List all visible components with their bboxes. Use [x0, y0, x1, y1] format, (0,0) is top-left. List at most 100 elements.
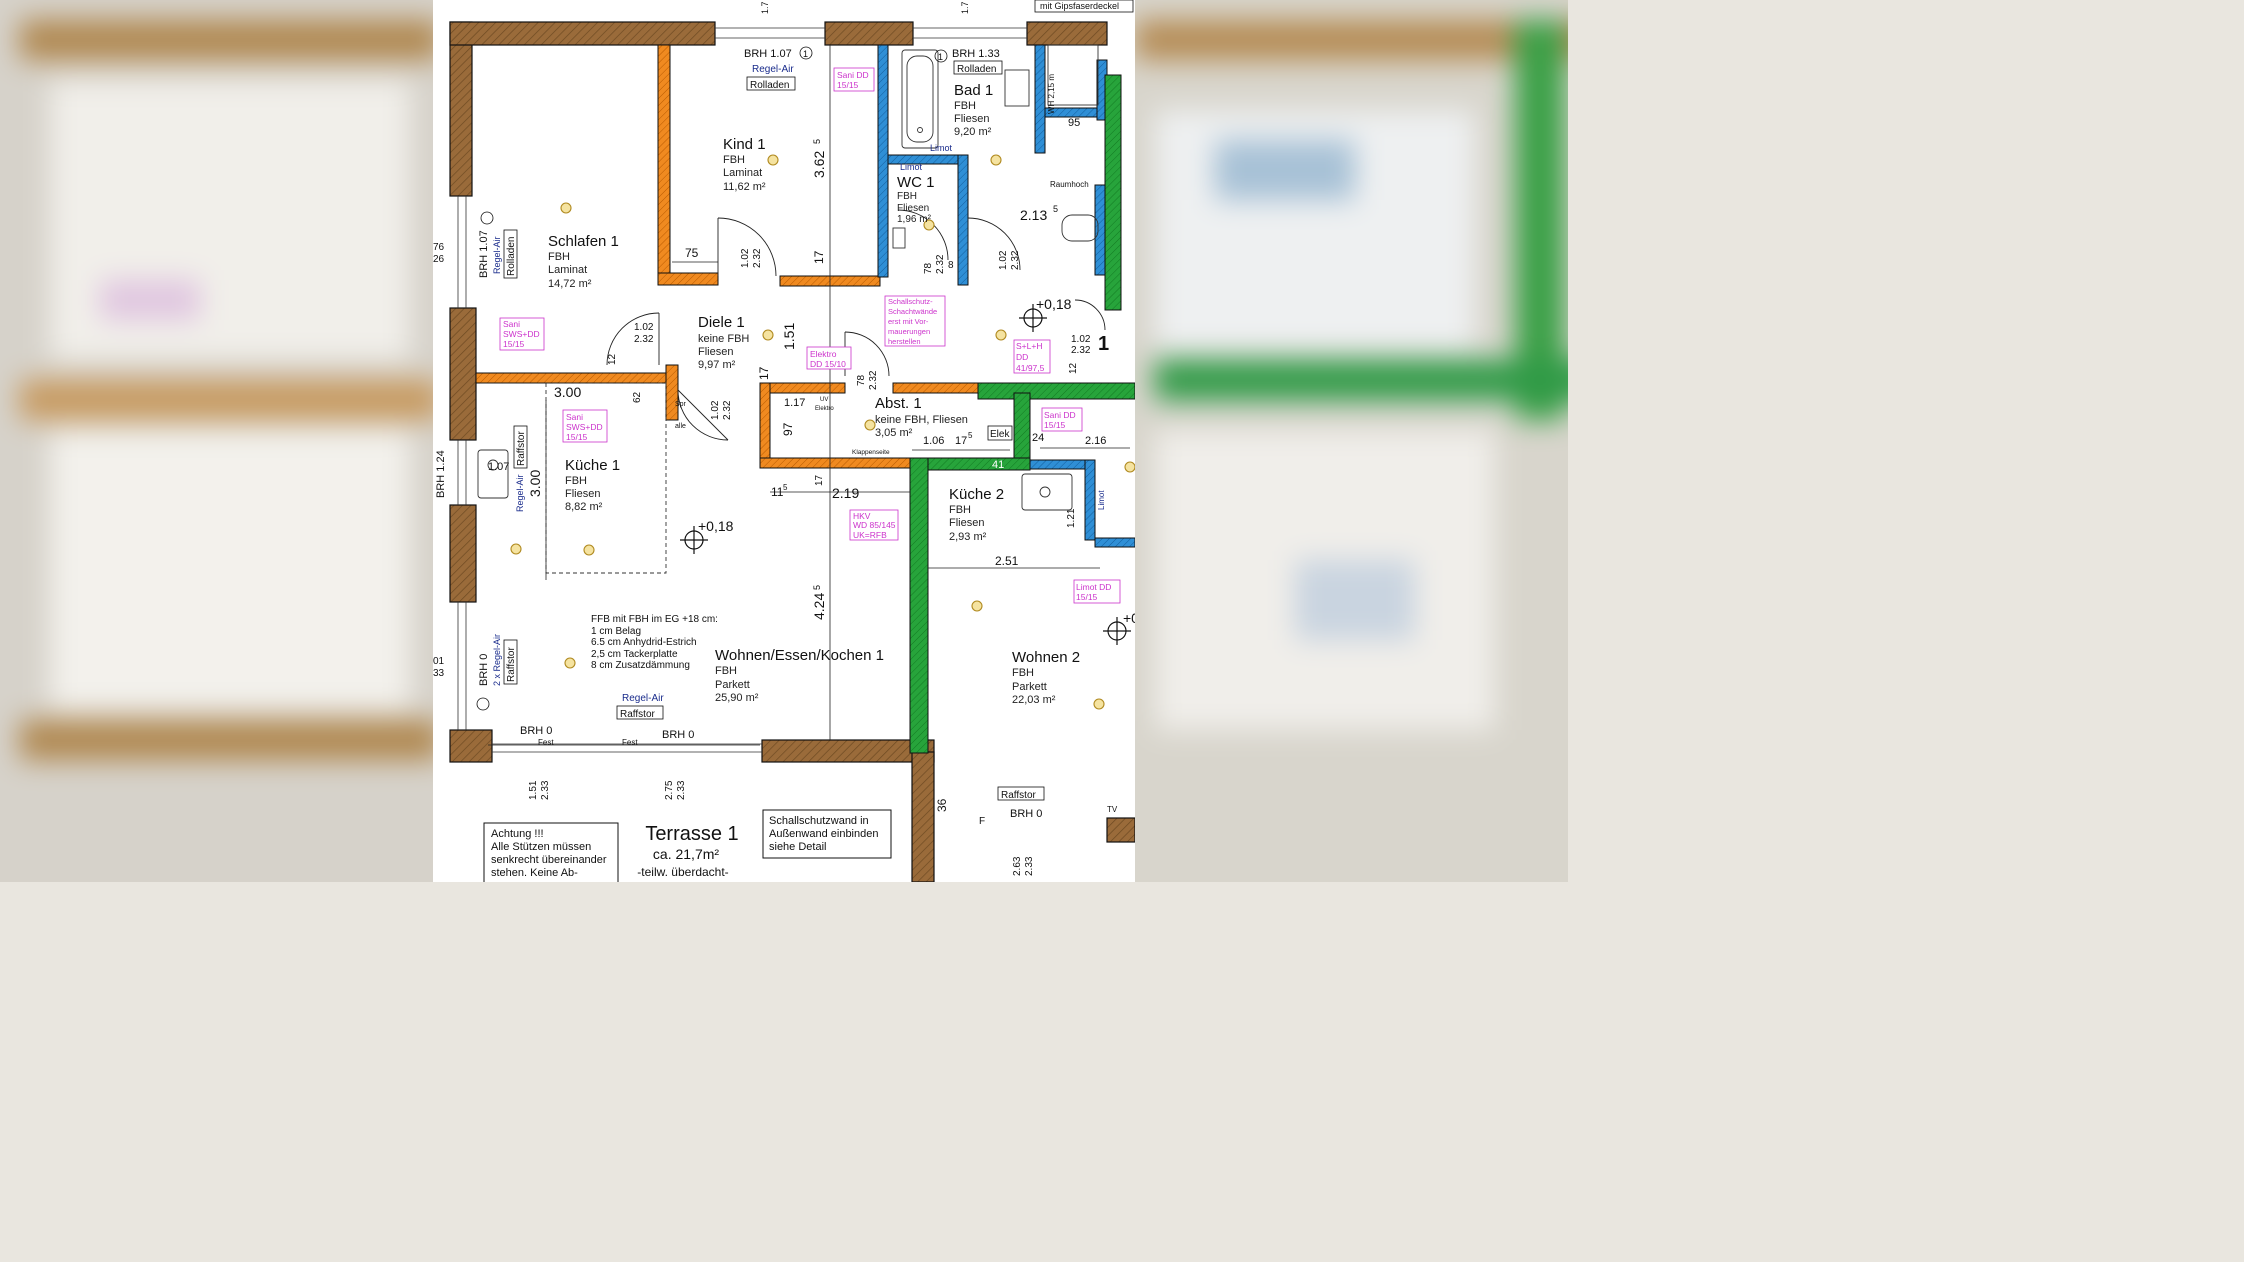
- tag-line: HKV: [853, 511, 871, 521]
- dim-label: 8: [948, 260, 954, 271]
- room-abst-1: Abst. 1 keine FBH, Fliesen 3,05 m²: [875, 395, 968, 439]
- dim-label: 11: [771, 485, 784, 499]
- room-area: 9,20 m²: [954, 126, 992, 138]
- room-name: Abst. 1: [875, 395, 922, 412]
- room-name: Wohnen/Essen/Kochen 1: [715, 647, 884, 664]
- room-surface: Parkett: [1012, 681, 1047, 693]
- dim-label: 24: [1032, 432, 1044, 444]
- room-bad-1: Bad 1 FBH Fliesen 9,20 m²: [954, 82, 993, 138]
- room-floor: keine FBH, Fliesen: [875, 414, 968, 426]
- dim-label: 4.24: [811, 593, 827, 620]
- room-diele-1: Diele 1 keine FBH Fliesen 9,97 m²: [698, 314, 749, 371]
- dim-label: 2.75: [664, 780, 675, 800]
- ceiling-lamp-markers: [510, 154, 1135, 710]
- dim-label: 76: [433, 242, 445, 253]
- elektro-label: Elektro: [815, 406, 834, 412]
- dim-label: 2.32: [752, 248, 763, 268]
- dim-label: 95: [1068, 117, 1080, 129]
- dim-label: 2.33: [540, 780, 551, 800]
- brh-label: BRH 0: [1010, 808, 1042, 820]
- dim-label: 78: [856, 374, 867, 386]
- room-surface: Laminat: [548, 264, 587, 276]
- raffstor-label: Raffstor: [506, 647, 517, 682]
- note-line: Außenwand einbinden: [769, 828, 878, 840]
- raffstor-label: Raffstor: [516, 431, 527, 466]
- note-line: 2,5 cm Tackerplatte: [591, 649, 678, 660]
- fest-label: Fest: [538, 738, 554, 747]
- dim-label: 1.02: [998, 250, 1009, 270]
- dim-label: 1.06: [923, 435, 944, 447]
- room-area: 25,90 m²: [715, 692, 759, 704]
- room-name: Wohnen 2: [1012, 649, 1080, 666]
- dim-label: 01: [433, 656, 445, 667]
- tag-sani-sws-schlafen: Sani SWS+DD 15/15: [499, 317, 545, 351]
- door-swings: [606, 209, 1106, 441]
- dim-label: 5: [812, 585, 822, 590]
- dim-label: 1.51: [781, 323, 797, 350]
- tag-limot-dd: Limot DD 15/15: [1073, 579, 1121, 604]
- tag-hkv: HKV WD 85/145 UK=RFB: [849, 509, 899, 541]
- tv-label: TV: [1107, 805, 1118, 814]
- limot-label: Limot: [930, 143, 953, 153]
- raumhoch-label: Raumhoch: [1050, 180, 1089, 189]
- room-wohnen-2: Wohnen 2 FBH Parkett 22,03 m²: [1012, 649, 1080, 706]
- tag-sani-dd-bad: Sani DD 15/15: [833, 67, 875, 92]
- dim-label: 33: [433, 668, 445, 679]
- opening-labels: BRH 1.07 1 Regel-Air Rolladen BRH 1.33 1…: [435, 46, 1118, 827]
- room-name: WC 1: [897, 174, 935, 191]
- tag-line: DD 15/10: [810, 359, 846, 369]
- dim-label: 5: [783, 483, 788, 492]
- note-line: senkrecht übereinander: [491, 854, 607, 866]
- interior-walls-blue: [877, 44, 1135, 548]
- room-area: 1,96 m²: [897, 214, 932, 225]
- wh-label: WH 2,15 m: [1047, 74, 1056, 114]
- dim-label: 1.7: [760, 1, 770, 14]
- room-area: 9,97 m²: [698, 359, 736, 371]
- dim-label: 1.17: [784, 397, 805, 409]
- regel-air-label: Regel-Air: [752, 64, 794, 75]
- note-line: stehen. Keine Ab-: [491, 867, 578, 879]
- tag-line: 15/15: [1076, 592, 1098, 602]
- room-area: 14,72 m²: [548, 278, 592, 290]
- note-line: Schallschutz-: [888, 297, 933, 306]
- dimension-labels: 3.62 5 75 1.02 2.32 17 1.51 1.02 2.32 12…: [433, 1, 1106, 876]
- level-symbols: [680, 304, 1131, 645]
- rolladen-label: Rolladen: [750, 80, 789, 91]
- tag-line: 15/15: [503, 339, 525, 349]
- room-name: Diele 1: [698, 314, 745, 331]
- note-line: erst mit Vor-: [888, 317, 929, 326]
- room-name: Bad 1: [954, 82, 993, 99]
- room-floor: FBH: [949, 504, 971, 516]
- achtung-note: Achtung !!! Alle Stützen müssen senkrech…: [483, 822, 619, 882]
- room-area: 3,05 m²: [875, 427, 913, 439]
- dim-label: 75: [685, 246, 699, 260]
- brh-label: BRH 1.33: [952, 48, 1000, 60]
- tag-line: Sani: [566, 412, 583, 422]
- note-line: siehe Detail: [769, 841, 826, 853]
- tag-slh: S+L+H DD 41/97,5: [1013, 339, 1051, 374]
- dim-label: 5: [812, 139, 822, 144]
- dim-label: 1.07: [488, 461, 509, 473]
- regel-air-label: 2 x Regel-Air: [492, 634, 502, 686]
- tag-line: Sani: [503, 319, 520, 329]
- regel-air-label: Regel-Air: [492, 236, 502, 274]
- room-terrasse-1: Terrasse 1 ca. 21,7m² -teilw. überdacht-: [637, 823, 738, 879]
- dim-label: 1.02: [710, 400, 721, 420]
- room-name: Küche 1: [565, 457, 620, 474]
- regel-air-label: Regel-Air: [515, 474, 525, 512]
- level-label: +0,18: [698, 518, 734, 534]
- schallschutzwand-note: Schallschutzwand in Außenwand einbinden …: [762, 809, 892, 859]
- tag-line: 41/97,5: [1016, 363, 1045, 373]
- note-line: herstellen: [888, 337, 921, 346]
- dimension-lines: [480, 45, 1130, 746]
- blurred-background-left: [0, 0, 433, 882]
- dim-label: 2.32: [868, 370, 879, 390]
- fest-label: Fest: [622, 738, 638, 747]
- tag-line: Elektro: [810, 349, 837, 359]
- f-label: F: [979, 816, 985, 827]
- dim-label: 2.13: [1020, 207, 1047, 223]
- klappenseite-label: Klappenseite: [852, 449, 890, 456]
- tag-sani-dd-kueche2: Sani DD 15/15: [1041, 407, 1083, 432]
- level-label: +0,18: [1036, 296, 1072, 312]
- interior-walls-green: [909, 74, 1135, 754]
